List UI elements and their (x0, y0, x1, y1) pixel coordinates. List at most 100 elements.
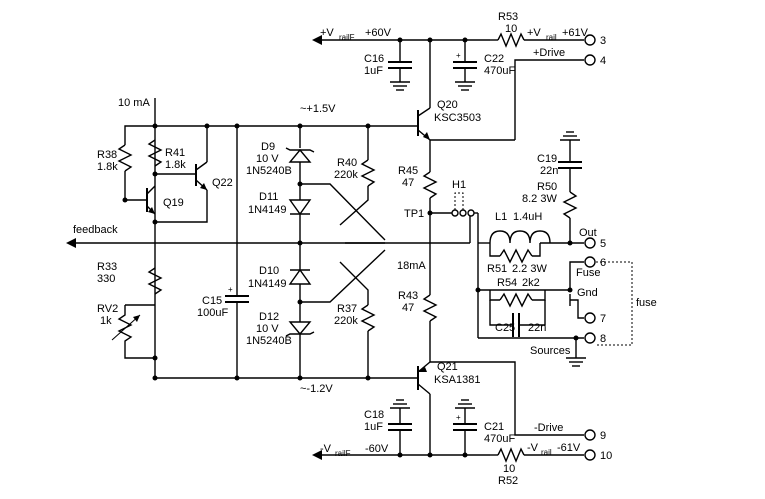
terminal-8-label: 8 (600, 333, 606, 345)
d10-part: 1N4149 (248, 278, 287, 290)
terminal-10-label: 10 (600, 450, 612, 462)
gnd-label: Gnd (577, 287, 598, 299)
c16-value: 1uF (364, 65, 383, 77)
resistor-r45 (422, 140, 438, 295)
resistor-r52 (497, 447, 525, 463)
resistor-r41 (147, 139, 163, 167)
r53-label: R53 (498, 11, 518, 23)
d9-label: D9 (261, 141, 275, 153)
transistor-q22 (195, 161, 208, 191)
resistor-r51 (489, 243, 541, 264)
diode-d10 (288, 268, 312, 285)
terminal-7-label: 7 (600, 313, 606, 325)
terminal-4-label: 4 (600, 55, 606, 67)
resistor-r40 (339, 126, 376, 226)
terminal-8 (584, 332, 596, 344)
terminal-5-label: 5 (600, 238, 606, 250)
feedback-line (66, 215, 471, 248)
diode-d11 (288, 199, 312, 216)
c19-value: 22n (540, 165, 558, 177)
vrailF-pos-sub: railF (339, 33, 355, 42)
r45-value: 47 (402, 177, 414, 189)
capacitor-c22: + (453, 40, 477, 91)
r45-label: R45 (398, 165, 418, 177)
h1-label: H1 (452, 179, 466, 191)
rv2-label: RV2 (97, 303, 118, 315)
terminal-9-label: 9 (600, 430, 606, 442)
diode-stack (285, 126, 386, 378)
r33-label: R33 (97, 261, 117, 273)
capacitor-c21: + (453, 399, 477, 455)
resistor-r38 (117, 144, 133, 172)
c22-label: C22 (484, 53, 504, 65)
voltage-minus-1-2: ~-1.2V (300, 383, 333, 395)
fuse-label: Fuse (576, 267, 600, 279)
q19-label: Q19 (163, 197, 184, 209)
terminal-3-label: 3 (600, 35, 606, 47)
vrail-pos-label: +V (527, 27, 541, 39)
c25-value: 22n (528, 322, 546, 334)
c19-label: C19 (537, 153, 557, 165)
v61-pos-label: +61V (562, 27, 589, 39)
c16-label: C16 (364, 53, 384, 65)
r38-label: R38 (97, 149, 117, 161)
d10-label: D10 (259, 265, 279, 277)
r54-label: R54 (497, 277, 517, 289)
capacitor-c16 (388, 40, 412, 91)
out-label: Out (579, 227, 597, 239)
c15-label: C15 (202, 295, 222, 307)
c15-value: 100uF (197, 307, 228, 319)
q20-label: Q20 (437, 99, 458, 111)
r37-label: R37 (337, 303, 357, 315)
svg-text:+: + (456, 413, 461, 422)
d12-voltage: 10 V (256, 323, 279, 335)
vrail-neg-label: -V (527, 442, 539, 454)
terminal-7 (584, 312, 596, 324)
r52-label: R52 (498, 475, 518, 487)
sources-label: Sources (530, 345, 571, 357)
capacitor-c18 (388, 399, 412, 455)
d11-part: 1N4149 (248, 204, 287, 216)
c21-label: C21 (484, 421, 504, 433)
d11-label: D11 (259, 191, 278, 203)
resistor-r50 (562, 191, 578, 219)
r41-label: R41 (165, 147, 185, 159)
terminal-5 (584, 237, 596, 249)
arrow-vrailF-pos (312, 35, 322, 45)
r43-value: 47 (402, 302, 414, 314)
r50-value: 8.2 3W (522, 193, 557, 205)
fuse-link (596, 261, 633, 346)
q21-label: Q21 (437, 361, 458, 373)
top-supply: + (312, 32, 596, 141)
capacitor-c15: + (225, 126, 249, 378)
c21-value: 470uF (484, 433, 515, 445)
d12-label: D12 (259, 311, 279, 323)
transistor-q21 (417, 361, 431, 395)
zener-d12 (285, 321, 315, 337)
r40-value: 220k (334, 169, 358, 181)
current-18ma: 18mA (397, 260, 426, 272)
r52-value: 10 (503, 463, 515, 475)
r37-value: 220k (334, 315, 358, 327)
d12-part: 1N5240B (246, 335, 292, 347)
r38-value: 1.8k (97, 161, 118, 173)
feedback-label: feedback (73, 224, 118, 236)
potentiometer-rv2 (117, 305, 155, 359)
zener-d9 (285, 147, 315, 163)
bottom-supply: + (312, 399, 596, 463)
d9-voltage: 10 V (256, 153, 279, 165)
terminal-10 (584, 449, 596, 461)
resistor-r33 (147, 267, 163, 295)
svg-text:+: + (456, 51, 461, 60)
current-10ma: 10 mA (118, 97, 150, 109)
resistor-r37 (339, 261, 376, 378)
resistor-r54 (489, 290, 546, 308)
c22-value: 470uF (484, 65, 515, 77)
resistor-r43 (422, 294, 438, 362)
tp1-label: TP1 (404, 208, 424, 220)
r50-label: R50 (537, 181, 557, 193)
transistor-q19 (146, 185, 156, 215)
rv2-value: 1k (100, 315, 112, 327)
